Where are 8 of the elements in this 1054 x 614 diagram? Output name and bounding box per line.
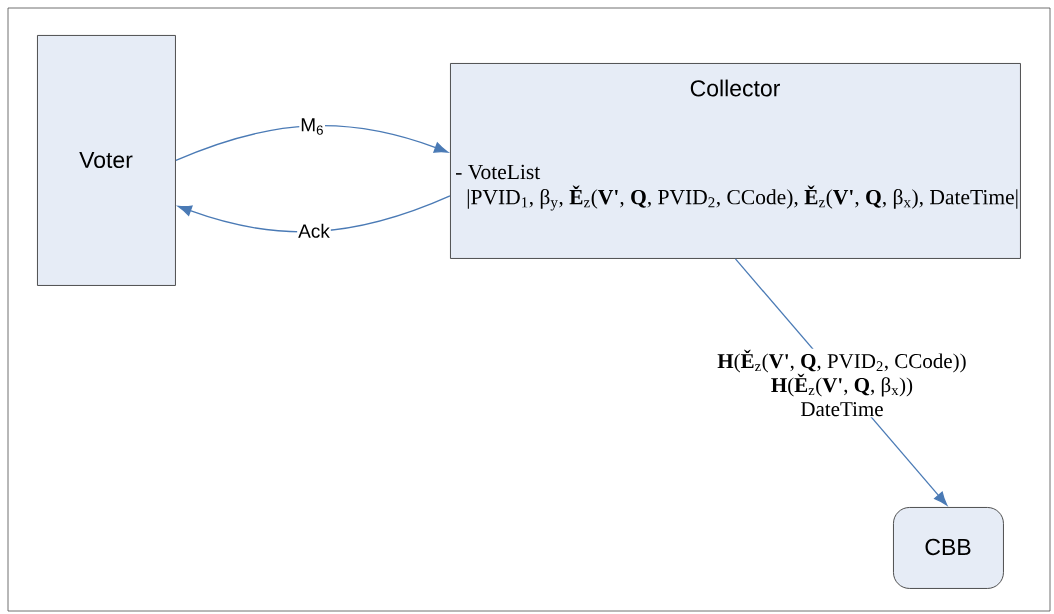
terminal-box: CBB [893, 507, 1004, 589]
arrow [177, 195, 451, 233]
edge-label: M$_{6}$ [299, 117, 325, 136]
process-box: Voter [37, 35, 176, 286]
arrow [175, 125, 449, 162]
edge-label: Ack [297, 222, 331, 239]
process-box: Collector - VoteList |PVID$_{1}$, β$_{y}$, Ě$_{z}$(V', Q, PVID$_{2}$, CCode), Ě$_{z}$(V', Q, β$_{x}$), DateTime| [450, 63, 1021, 259]
edge-label: H(Ě$_{z}$(V', Q, PVID$_{2}$, CCode)) H(Ě$_{z}$(V', Q, β$_{x}$)) DateTime [705, 348, 978, 418]
